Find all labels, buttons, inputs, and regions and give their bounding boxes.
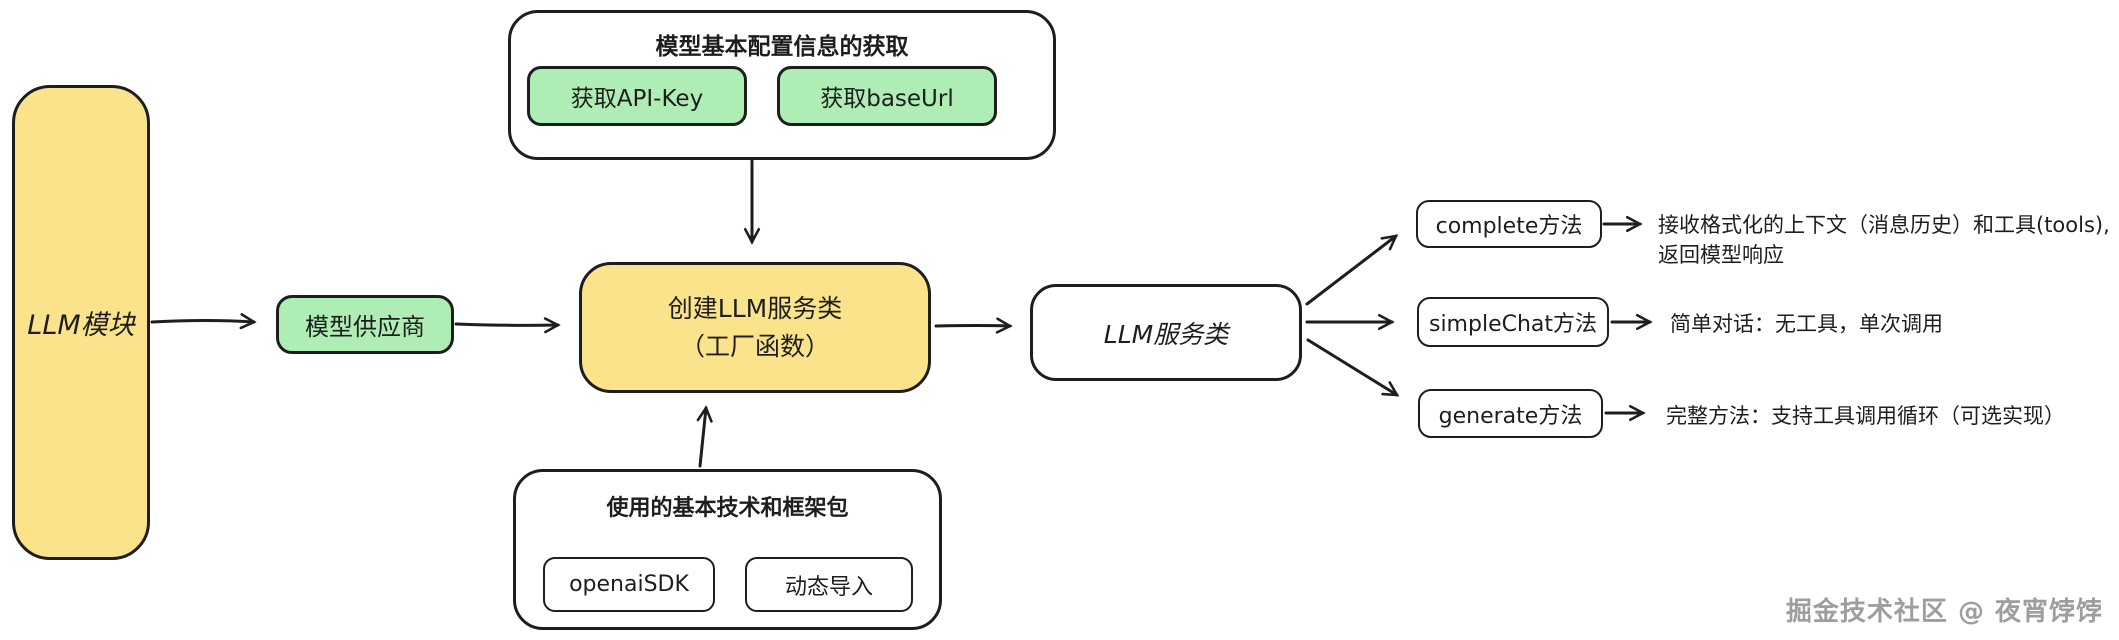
get-baseurl-node: 获取baseUrl (777, 66, 997, 126)
method-simplechat-label: simpleChat方法 (1428, 312, 1598, 337)
config-group-title: 模型基本配置信息的获取 (655, 34, 909, 60)
arrow-supplier-to-factory (454, 317, 561, 334)
llm-module-node: LLM模块 (12, 85, 150, 560)
openai-sdk-node: openaiSDK (543, 557, 715, 612)
desc-generate: 完整方法：支持工具调用循环（可选实现） (1666, 404, 2065, 428)
desc-complete: 接收格式化的上下文（消息历史）和工具(tools), 返回模型响应 (1658, 210, 2110, 271)
get-api-key-node: 获取API-Key (527, 66, 747, 126)
openai-sdk-label: openaiSDK (569, 572, 689, 597)
method-complete-label: complete方法 (1435, 214, 1583, 239)
method-simplechat-node: simpleChat方法 (1417, 297, 1609, 347)
get-api-key-label: 获取API-Key (570, 86, 704, 112)
tech-group-title: 使用的基本技术和框架包 (606, 496, 849, 521)
method-generate-label: generate方法 (1438, 403, 1583, 429)
arrow-module-to-supplier (150, 313, 257, 330)
model-supplier-label: 模型供应商 (305, 313, 425, 341)
desc-complete-line1: 接收格式化的上下文（消息历史）和工具(tools), (1658, 213, 2110, 237)
method-generate-node: generate方法 (1418, 389, 1603, 438)
watermark: 掘金技术社区 @ 夜宵饽饽 (1785, 597, 2103, 627)
factory-node: 创建LLM服务类 （工厂函数） (579, 262, 931, 393)
arrow-tech-to-factory (696, 405, 713, 468)
dynamic-import-label: 动态导入 (784, 574, 873, 600)
arrow-service-to-generate (1306, 338, 1400, 397)
model-supplier-node: 模型供应商 (276, 295, 454, 354)
dynamic-import-node: 动态导入 (745, 557, 913, 612)
config-group: 模型基本配置信息的获取 获取API-Key 获取baseUrl (508, 10, 1056, 160)
arrow-service-to-complete (1305, 234, 1399, 306)
arrow-factory-to-service (934, 317, 1013, 334)
tech-group: 使用的基本技术和框架包 openaiSDK 动态导入 (513, 469, 942, 630)
desc-complete-line2: 返回模型响应 (1658, 243, 1784, 268)
desc-simplechat: 简单对话：无工具，单次调用 (1670, 312, 1943, 336)
get-baseurl-label: 获取baseUrl (820, 86, 954, 112)
factory-label-line2: （工厂函数） (679, 331, 830, 361)
method-complete-node: complete方法 (1416, 200, 1602, 248)
llm-module-label: LLM模块 (27, 310, 135, 341)
llm-service-node: LLM服务类 (1030, 284, 1302, 381)
factory-label-line1: 创建LLM服务类 (667, 294, 843, 323)
llm-service-label: LLM服务类 (1103, 319, 1229, 349)
